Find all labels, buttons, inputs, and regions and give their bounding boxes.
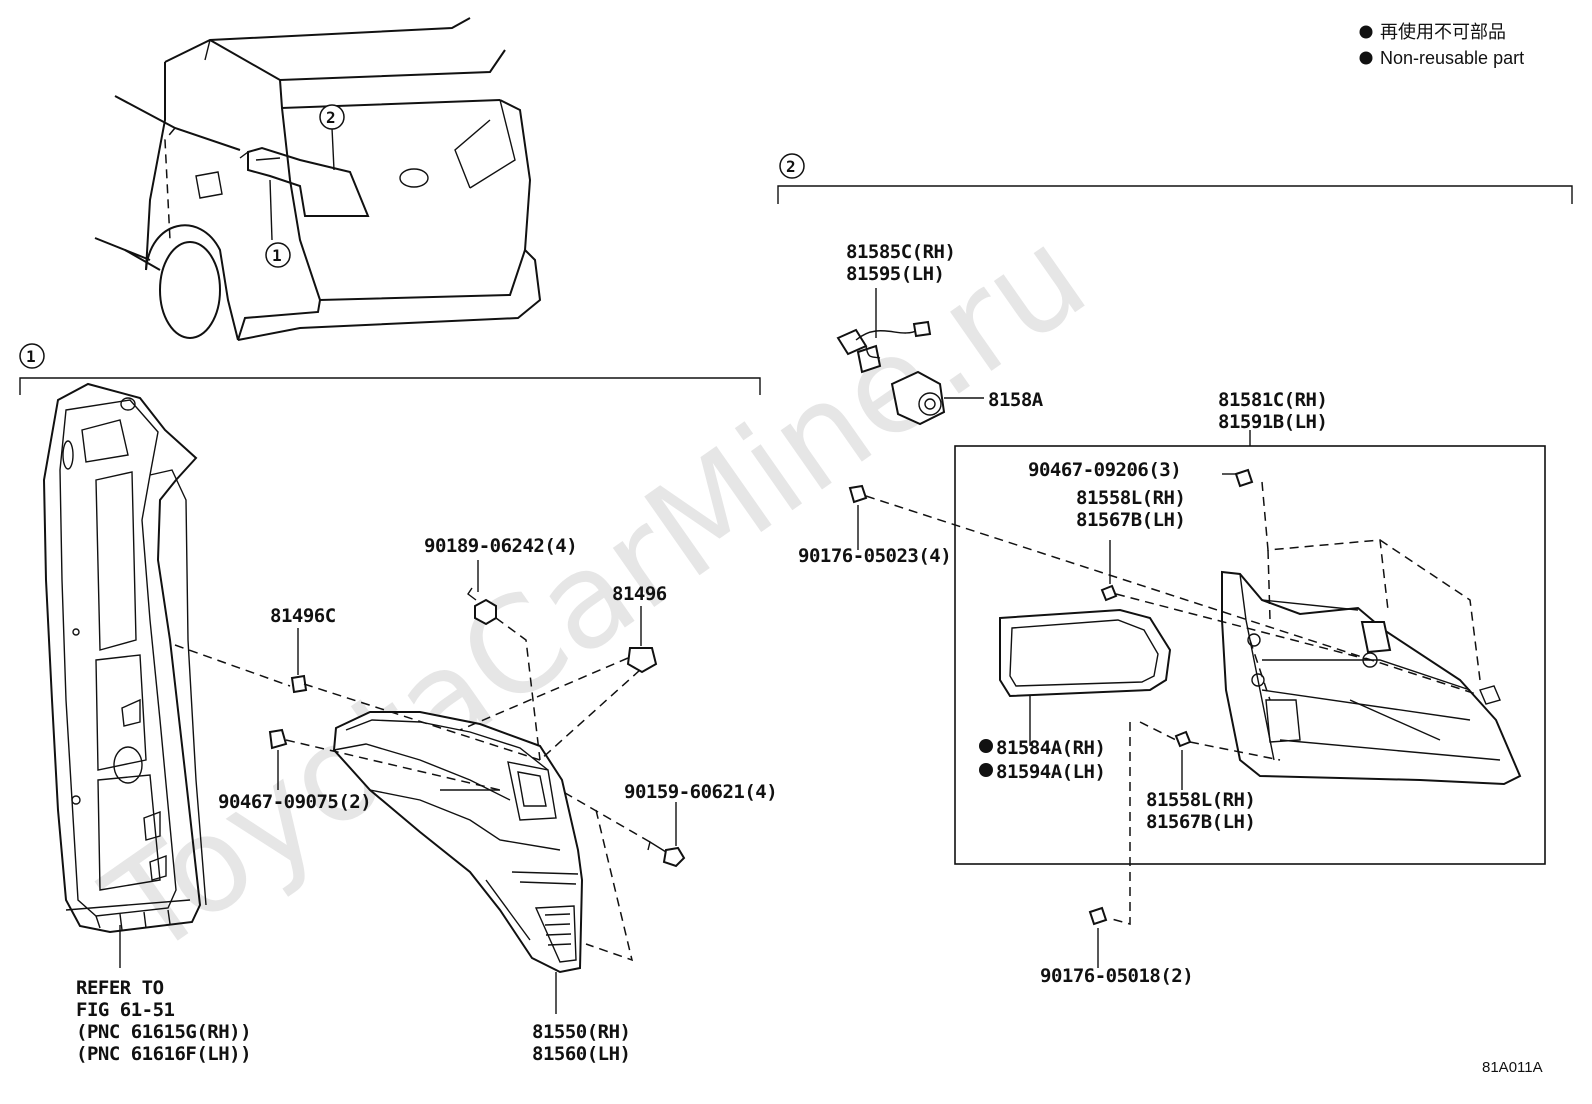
- label-81585c: 81585C(RH): [846, 241, 955, 263]
- label-90467-09075: 90467-09075(2): [218, 791, 371, 813]
- section-2-bracket: [777, 185, 1573, 204]
- label-90176-05018: 90176-05018(2): [1040, 965, 1193, 987]
- section-1: 1: [19, 343, 761, 1014]
- label-81558l-upper: 81558L(RH): [1076, 487, 1185, 509]
- callout-2-number: 2: [326, 108, 335, 127]
- label-81496c: 81496C: [270, 605, 336, 627]
- non-reusable-bullet-icon: [979, 739, 993, 753]
- clip-81558l-lower: [1174, 730, 1192, 790]
- section-1-number: 1: [26, 347, 35, 366]
- label-81560: 81560(LH): [532, 1043, 630, 1065]
- callout-1-number: 1: [272, 246, 281, 265]
- label-90176-05023: 90176-05023(4): [798, 545, 951, 567]
- label-81595: 81595(LH): [846, 263, 944, 285]
- label-refer-2: FIG 61-51: [76, 999, 175, 1021]
- label-81584a: 81584A(RH): [996, 737, 1105, 759]
- back-door-lamp: [1221, 570, 1522, 786]
- section-1-marker: [19, 343, 45, 369]
- fastener-81496c: [290, 628, 308, 694]
- label-90189-06242: 90189-06242(4): [424, 535, 577, 557]
- label-refer-3: (PNC 61615G(RH)): [76, 1021, 251, 1043]
- bulb: [890, 370, 984, 426]
- label-81567b-lower: 81567B(LH): [1146, 811, 1255, 833]
- legend-en: Non-reusable part: [1380, 48, 1524, 68]
- label-refer-1: REFER TO: [76, 977, 164, 999]
- clip-81558l-upper: [1100, 540, 1118, 602]
- callout-2-circle: [319, 104, 345, 130]
- fastener-90189: [467, 560, 497, 626]
- fastener-90176-05023: [848, 484, 868, 550]
- fastener-90176-05018: [1088, 906, 1108, 968]
- socket-wire: [836, 288, 932, 374]
- label-81591b: 81591B(LH): [1218, 411, 1327, 433]
- fastener-90467-09075: [268, 728, 288, 790]
- section-2: 2: [777, 153, 1573, 968]
- label-81550: 81550(RH): [532, 1021, 630, 1043]
- label-81567b-upper: 81567B(LH): [1076, 509, 1185, 531]
- rear-combination-lamp: [332, 711, 584, 974]
- legend: 再使用不可部品 Non-reusable part: [1359, 22, 1524, 68]
- section-2-marker: [779, 153, 805, 179]
- gasket: [999, 608, 1172, 746]
- callout-1-circle: [265, 242, 291, 268]
- section-1-bracket: [19, 377, 761, 395]
- bullet-icon: [1359, 51, 1373, 65]
- fastener-90159: [647, 802, 686, 868]
- label-81496: 81496: [612, 583, 667, 605]
- label-refer-4: (PNC 61616F(LH)): [76, 1043, 251, 1065]
- legend-jp: 再使用不可部品: [1380, 22, 1506, 42]
- non-reusable-bullet-icon: [979, 763, 993, 777]
- figure-code: 81A011A: [1482, 1059, 1543, 1076]
- label-90467-09206: 90467-09206(3): [1028, 459, 1181, 481]
- vehicle-overview: 2 1: [94, 17, 542, 341]
- label-81594a: 81594A(LH): [996, 761, 1105, 783]
- label-90159-60621: 90159-60621(4): [624, 781, 777, 803]
- label-8158a: 8158A: [988, 389, 1044, 411]
- fastener-90467-09206: [1222, 468, 1254, 488]
- section-2-number: 2: [786, 157, 795, 176]
- quarter-panel: [42, 382, 207, 934]
- bullet-icon: [1359, 25, 1373, 39]
- label-81581c: 81581C(RH): [1218, 389, 1327, 411]
- label-81558l-lower: 81558L(RH): [1146, 789, 1255, 811]
- fastener-81496: [626, 606, 658, 674]
- watermark: ToyotaCarMine.ru: [79, 199, 1113, 987]
